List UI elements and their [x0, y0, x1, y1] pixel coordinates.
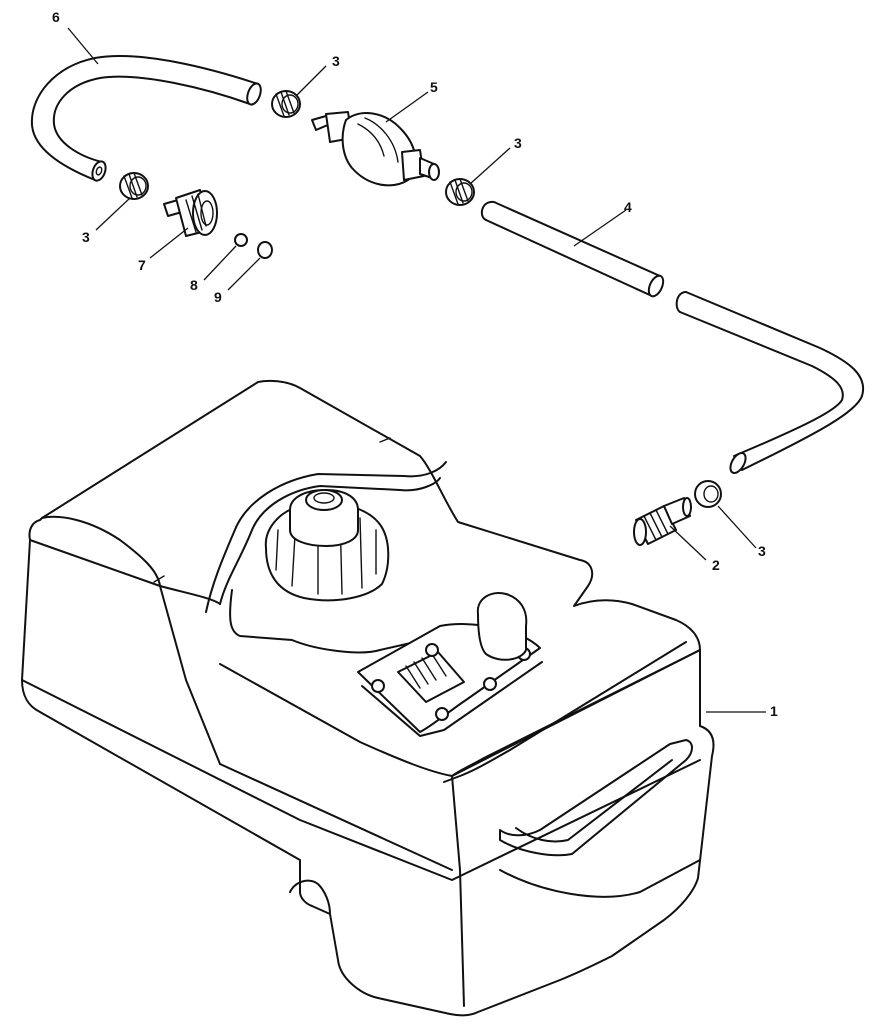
hose-part-4 [480, 200, 665, 298]
callout-4: 4 [624, 199, 632, 215]
hose-clamp-top [271, 90, 301, 118]
o-ring-part-8 [234, 233, 248, 247]
callout-labels: 6 3 5 3 3 7 8 9 4 2 3 1 [52, 9, 778, 719]
hose-part-6 [30, 55, 262, 182]
callout-2: 2 [712, 557, 720, 573]
hose-clamp-left [119, 172, 149, 200]
callout-3-top: 3 [332, 53, 340, 69]
callout-3-right: 3 [758, 543, 766, 559]
callout-1: 1 [770, 703, 778, 719]
engine-connector-part-7 [163, 189, 218, 237]
callout-7: 7 [138, 257, 146, 273]
hose-clamp-middle [445, 178, 475, 206]
o-ring-part-9 [257, 241, 273, 259]
primer-bulb-part-5 [311, 111, 440, 187]
callout-5: 5 [430, 79, 438, 95]
hose-clamp-right [694, 480, 722, 508]
tank-fitting-part-2 [633, 497, 692, 546]
callout-9: 9 [214, 289, 222, 305]
callout-8: 8 [190, 277, 198, 293]
hose-tank-side [675, 291, 865, 474]
callout-6: 6 [52, 9, 60, 25]
callout-3-left: 3 [82, 229, 90, 245]
callout-leaders [67, 27, 766, 713]
fuel-tank-part-1 [21, 379, 715, 1017]
callout-3-middle: 3 [514, 135, 522, 151]
